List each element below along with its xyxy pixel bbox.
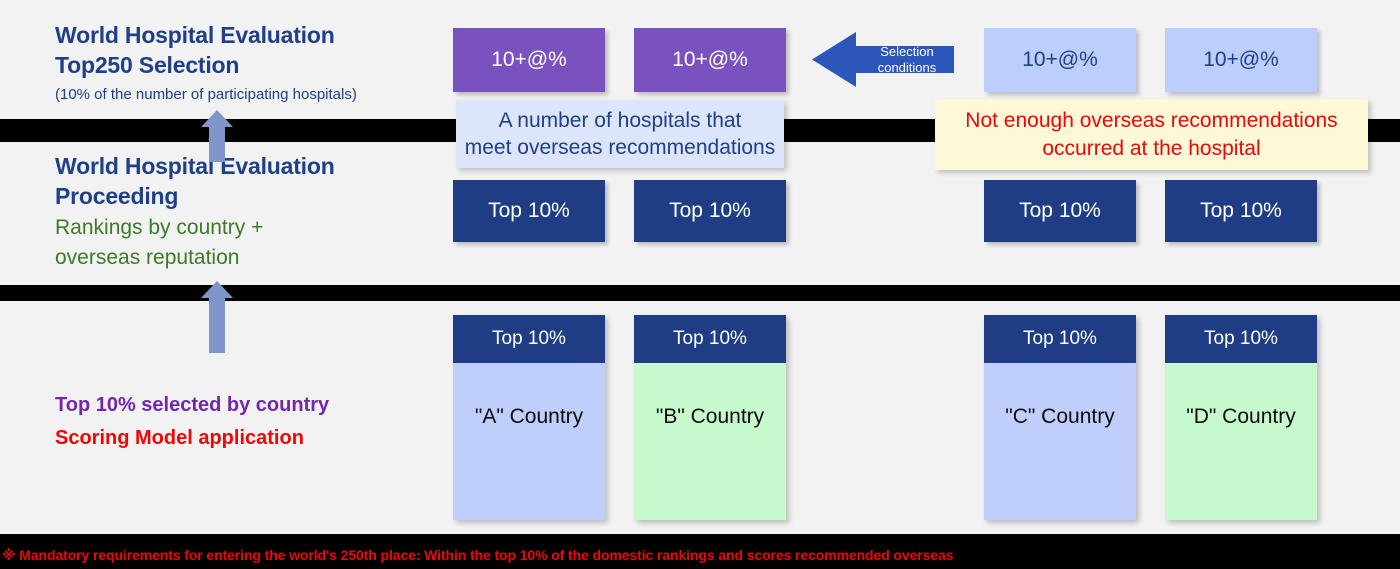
top-row-box-1-label: 10+@%	[491, 48, 567, 71]
divider-band-middle	[0, 285, 1400, 301]
stage-bottom-purple-line: Top 10% selected by country	[55, 394, 330, 416]
flow-arrow-up-icon	[201, 110, 233, 167]
callout-yellow-text: Not enough overseas recommendations occu…	[965, 108, 1338, 160]
middle-row-box-4-label: Top 10%	[1200, 199, 1282, 222]
middle-row-box-3[interactable]: Top 10%	[984, 180, 1136, 242]
top-row-box-3-label: 10+@%	[1022, 48, 1098, 71]
stage-label-bottom: Top 10% selected by country Scoring Mode…	[55, 389, 329, 455]
country-card-d[interactable]: Top 10% "D" Country	[1165, 315, 1317, 520]
middle-row-box-4[interactable]: Top 10%	[1165, 180, 1317, 242]
callout-blue-text: A number of hospitals that meet overseas…	[464, 109, 776, 159]
stage-middle-green-note: Rankings by country + overseas reputatio…	[55, 216, 264, 269]
middle-row-box-2[interactable]: Top 10%	[634, 180, 786, 242]
country-card-c[interactable]: Top 10% "C" Country	[984, 315, 1136, 520]
stage-top-heading: World Hospital Evaluation Top250 Selecti…	[55, 22, 335, 78]
flow-arrow-up-icon	[201, 281, 233, 358]
top-row-box-3[interactable]: 10+@%	[984, 28, 1136, 92]
country-card-b-header: Top 10%	[634, 315, 786, 363]
country-card-d-body: "D" Country	[1165, 363, 1317, 520]
stage-label-top: World Hospital Evaluation Top250 Selecti…	[55, 20, 357, 105]
callout-yellow-note: Not enough overseas recommendations occu…	[935, 99, 1368, 170]
top-row-box-4-label: 10+@%	[1203, 48, 1279, 71]
middle-row-box-1[interactable]: Top 10%	[453, 180, 605, 242]
top-row-box-1[interactable]: 10+@%	[453, 28, 605, 92]
country-card-c-body: "C" Country	[984, 363, 1136, 520]
top-row-box-2[interactable]: 10+@%	[634, 28, 786, 92]
stage-middle-heading: World Hospital Evaluation Proceeding	[55, 153, 335, 209]
stage-bottom-red-line: Scoring Model application	[55, 427, 304, 449]
top-row-box-2-label: 10+@%	[672, 48, 748, 71]
arrow-left-icon	[812, 32, 954, 87]
country-card-c-header: Top 10%	[984, 315, 1136, 363]
middle-row-box-3-label: Top 10%	[1019, 199, 1101, 222]
country-card-a-body: "A" Country	[453, 363, 605, 520]
selection-conditions-arrow[interactable]: Selection conditions	[812, 32, 954, 87]
country-card-d-header: Top 10%	[1165, 315, 1317, 363]
country-card-a[interactable]: Top 10% "A" Country	[453, 315, 605, 520]
stage-top-subheading: (10% of the number of participating hosp…	[55, 86, 357, 103]
footnote-text: ※ Mandatory requirements for entering th…	[2, 547, 954, 563]
callout-blue-note: A number of hospitals that meet overseas…	[456, 100, 784, 168]
country-card-a-header: Top 10%	[453, 315, 605, 363]
top-row-box-4[interactable]: 10+@%	[1165, 28, 1317, 92]
country-card-b[interactable]: Top 10% "B" Country	[634, 315, 786, 520]
selection-conditions-label: Selection conditions	[877, 43, 937, 75]
stage-label-middle: World Hospital Evaluation Proceeding Ran…	[55, 151, 335, 273]
middle-row-box-1-label: Top 10%	[488, 199, 570, 222]
country-card-b-body: "B" Country	[634, 363, 786, 520]
middle-row-box-2-label: Top 10%	[669, 199, 751, 222]
footnote-band	[0, 534, 1400, 569]
